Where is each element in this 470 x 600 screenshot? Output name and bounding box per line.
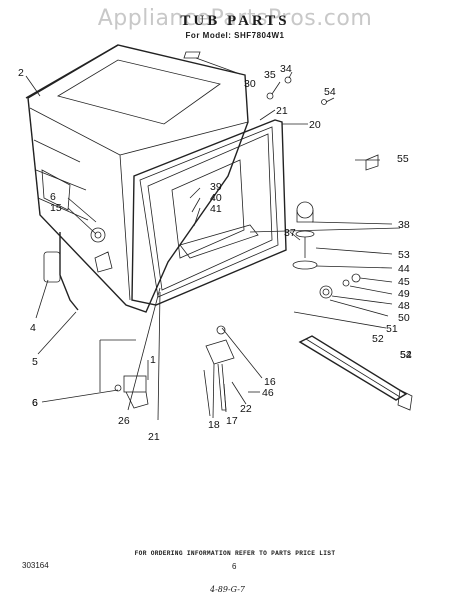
callout-2: 2 [18, 67, 24, 79]
hoses [43, 227, 113, 311]
door-gasket [131, 119, 287, 306]
callout-46: 41 [210, 203, 222, 215]
callout-26: 26 [118, 415, 130, 427]
callout-52-label: 52 [400, 349, 412, 361]
handwritten-note: 4-89-G-7 [210, 585, 246, 594]
callout-40: 45 [398, 276, 410, 288]
callout-51: 52 [372, 333, 384, 345]
ordering-note: FOR ORDERING INFORMATION REFER TO PARTS … [134, 550, 336, 557]
callout-5: 5 [32, 356, 38, 368]
callout-16: 15 [50, 202, 62, 214]
callout-41: 46 [262, 387, 274, 399]
callout-21-top: 21 [276, 105, 288, 117]
callout-44: 39 [210, 181, 222, 193]
part-52 [397, 389, 413, 411]
callout-6: 6 [32, 397, 38, 409]
page-number: 6 [232, 562, 237, 571]
callout-37: 37 [284, 227, 296, 239]
leader-lines [25, 57, 401, 421]
model-subtitle: For Model: SHF7804W1 [185, 31, 285, 40]
callout-15: 6 [50, 191, 56, 203]
callout-labels: 2 30 34 35 54 21 20 55 39 40 41 38 37 53… [18, 63, 412, 443]
callout-54: 53 [398, 249, 410, 261]
callout-34: 34 [280, 63, 292, 75]
callout-6-label: 6 [32, 397, 38, 409]
callout-47: 48 [398, 300, 410, 312]
page-title: TUB PARTS [180, 13, 290, 29]
watermark: AppliancePartsPros.com [97, 6, 373, 31]
callout-1: 1 [150, 354, 156, 366]
callout-18: 17 [226, 415, 238, 427]
callout-52: 54 [400, 349, 412, 361]
callout-55: 55 [397, 153, 409, 165]
rail [298, 335, 408, 401]
callout-17: 16 [264, 376, 276, 388]
valve-assembly [99, 339, 149, 409]
doc-number: 303164 [22, 561, 49, 570]
callout-35: 35 [264, 69, 276, 81]
callout-38: 38 [398, 219, 410, 231]
callout-53: 54 [324, 86, 336, 98]
top-small-parts [183, 51, 327, 105]
part-55 [365, 154, 379, 171]
callout-19: 18 [208, 419, 220, 431]
callout-50: 51 [386, 323, 398, 335]
callout-4: 4 [30, 322, 36, 334]
callout-45: 40 [210, 192, 222, 204]
callout-21-bottom: 21 [148, 431, 160, 443]
callout-48: 49 [398, 288, 410, 300]
callout-30: 30 [244, 78, 256, 90]
callout-20: 20 [309, 119, 321, 131]
tub-outline [25, 44, 249, 313]
callout-22: 22 [240, 403, 252, 415]
spray-arm [179, 201, 361, 299]
bracket-parts [203, 325, 235, 417]
callout-39: 44 [398, 263, 410, 275]
callout-49: 50 [398, 312, 410, 324]
